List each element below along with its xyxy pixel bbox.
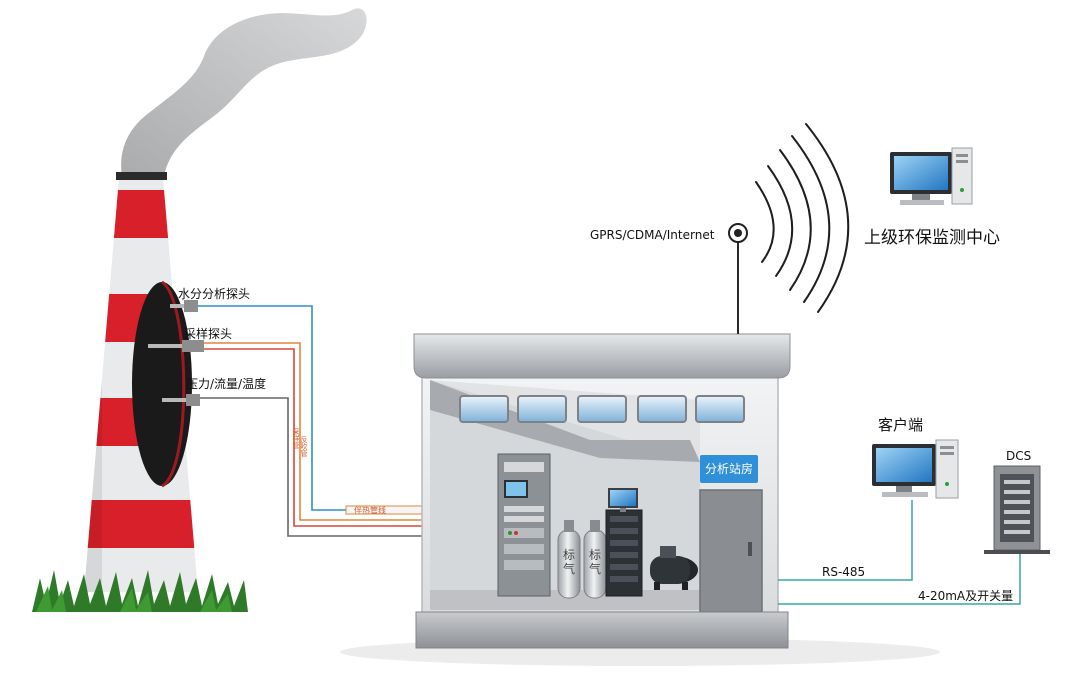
- compressor-icon: [650, 546, 698, 590]
- room-roof: [413, 333, 791, 379]
- pipelines: [198, 305, 437, 537]
- server-tower-icon: [984, 465, 1050, 554]
- gas-cylinder-icon: [557, 520, 607, 599]
- epa-center-label: 上级环保监测中心: [864, 228, 1000, 248]
- window-3: [577, 395, 627, 423]
- rs485-line: [778, 500, 913, 581]
- room-base: [415, 611, 789, 649]
- dcs-label: DCS: [1006, 449, 1032, 463]
- analog-io-line: [778, 554, 1021, 605]
- room-monitor-icon: [608, 488, 638, 512]
- pipe-label-2: 反吹管: [300, 436, 308, 457]
- cutaway-edge: [161, 280, 186, 488]
- gas-cylinder-1-label: 标气: [562, 548, 575, 576]
- pipe-label-1: 采样管: [292, 428, 300, 449]
- room-door: [699, 489, 763, 613]
- analysis-room: [413, 333, 791, 649]
- pressure-signal-line: [200, 397, 432, 537]
- instrument-rack-icon: [605, 509, 643, 597]
- sample-line-orange: [204, 342, 432, 521]
- sampling-probe-label: 采样探头: [184, 327, 233, 341]
- pressure-probe-icon: [162, 394, 200, 406]
- moisture-probe-icon: [170, 300, 198, 312]
- room-windows: [459, 395, 745, 423]
- interior-ceiling: [430, 380, 700, 462]
- moisture-probe-label: 水分分析探头: [178, 287, 251, 301]
- sample-line-red: [204, 348, 432, 527]
- gas-cylinder-2-label: 标气: [588, 548, 601, 576]
- analog-io-label: 4-20mA及开关量: [918, 589, 1014, 603]
- sampling-probe-icon: [148, 340, 204, 352]
- signal-waves-icon: [755, 123, 850, 313]
- window-4: [637, 395, 687, 423]
- analysis-room-sign: 分析站房: [700, 455, 758, 483]
- antenna-icon: [728, 223, 748, 334]
- grass-icon: [32, 570, 248, 612]
- moisture-signal-line: [198, 305, 432, 511]
- chimney-top-rim: [116, 172, 167, 180]
- window-5: [695, 395, 745, 423]
- client-label: 客户端: [878, 416, 924, 434]
- desktop-computer-icon: [890, 147, 973, 205]
- output-lines: [778, 500, 1021, 605]
- client-computer-icon: [872, 439, 959, 499]
- chimney-cutaway: [132, 282, 192, 486]
- pressure-flow-temp-label: 压力/流量/温度: [186, 377, 267, 391]
- heated-line-label: 伴热管线: [354, 506, 386, 515]
- rs485-label: RS-485: [822, 565, 866, 579]
- smoke-icon: [121, 8, 367, 176]
- window-1: [459, 395, 509, 423]
- network-label: GPRS/CDMA/Internet: [590, 228, 715, 242]
- analyzer-cabinet-icon: [497, 453, 551, 597]
- window-2: [517, 395, 567, 423]
